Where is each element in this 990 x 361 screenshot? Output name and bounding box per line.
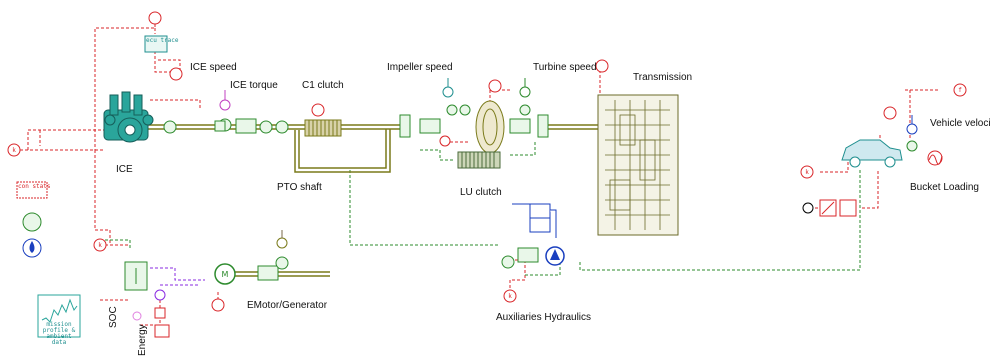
signal-lines (20, 24, 940, 335)
label-ice: ICE (116, 164, 133, 175)
efficiency-icon[interactable] (23, 213, 41, 231)
svg-text:k: k (98, 242, 102, 249)
fluid-drop-icon[interactable] (23, 239, 41, 257)
transmission[interactable] (598, 95, 678, 235)
purple-signal-lines (150, 268, 205, 285)
impeller-sensor-icon[interactable] (443, 78, 453, 97)
hydraulic-valve[interactable] (512, 204, 556, 238)
label-bucket-loading: Bucket Loading (910, 182, 979, 193)
main-shaft (145, 125, 610, 276)
svg-text:k: k (508, 293, 512, 300)
bucket-loading-block[interactable] (803, 200, 856, 216)
torque-converter[interactable] (476, 101, 504, 153)
turbine-sensor-icon[interactable] (520, 78, 530, 97)
label-energy: Energy (137, 324, 148, 356)
c1-clutch[interactable] (305, 120, 341, 136)
label-soc: SOC (108, 306, 119, 328)
label-pto-shaft: PTO shaft (277, 182, 322, 193)
ice-engine[interactable] (104, 92, 153, 142)
label-auxiliaries-hydraulics: Auxiliaries Hydraulics (496, 312, 591, 323)
battery-block[interactable] (125, 262, 147, 290)
hydraulic-pump[interactable] (546, 247, 564, 265)
label-emotor-generator: EMotor/Generator (247, 300, 327, 311)
svg-text:M: M (222, 270, 229, 279)
vehicle-icon[interactable] (842, 140, 917, 167)
con-stats-text: con stats (18, 184, 46, 190)
road-profile-icon[interactable] (928, 151, 942, 165)
emotor-generator[interactable]: M (215, 264, 235, 284)
velocity-sensor-icon[interactable] (907, 115, 917, 134)
label-turbine-speed: Turbine speed (533, 62, 597, 73)
label-transmission: Transmission (633, 72, 692, 83)
label-ice-speed: ICE speed (190, 62, 237, 73)
ecu-trace-text: ecu trace (146, 38, 166, 44)
label-ice-torque: ICE torque (230, 80, 278, 91)
label-vehicle-velocity: Vehicle velocity (930, 118, 990, 129)
svg-text:k: k (805, 169, 809, 176)
label-c1-clutch: C1 clutch (302, 80, 344, 91)
svg-text:f: f (958, 87, 962, 94)
label-impeller-speed: Impeller speed (387, 62, 453, 73)
mission-profile-text: mission profile & ambient data (39, 322, 79, 346)
emotor-speed-sensor-icon[interactable] (277, 230, 287, 248)
svg-text:k: k (12, 147, 16, 154)
lu-clutch[interactable] (458, 152, 500, 168)
label-lu-clutch: LU clutch (460, 187, 502, 198)
